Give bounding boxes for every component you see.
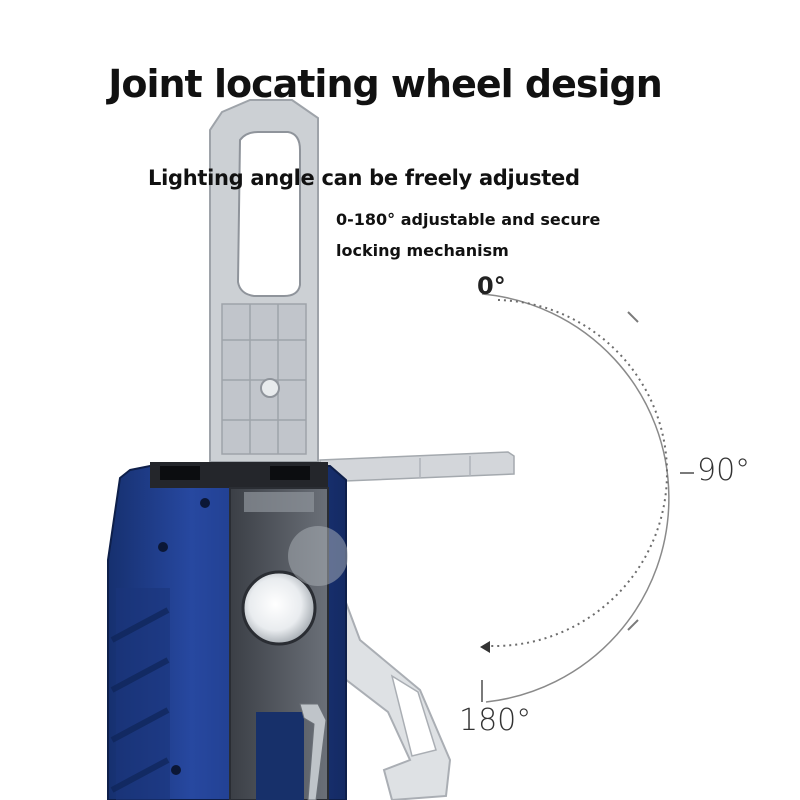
hook-horizontal: [319, 451, 515, 483]
angle-label-start: 0°: [477, 272, 506, 300]
rotation-arc: [480, 293, 694, 703]
description-line-1: 0-180° adjustable and secure: [336, 210, 601, 229]
headline: Joint locating wheel design: [108, 62, 663, 106]
feature-description: 0-180° adjustable and secure locking mec…: [336, 204, 666, 266]
description-line-2: locking mechanism: [336, 241, 509, 260]
lamp-body: [107, 462, 348, 800]
hook-upright: [209, 99, 319, 463]
subheadline: Lighting angle can be freely adjusted: [148, 166, 580, 190]
angle-label-end: 180°: [459, 703, 532, 738]
angle-label-middle: 90°: [697, 453, 751, 488]
